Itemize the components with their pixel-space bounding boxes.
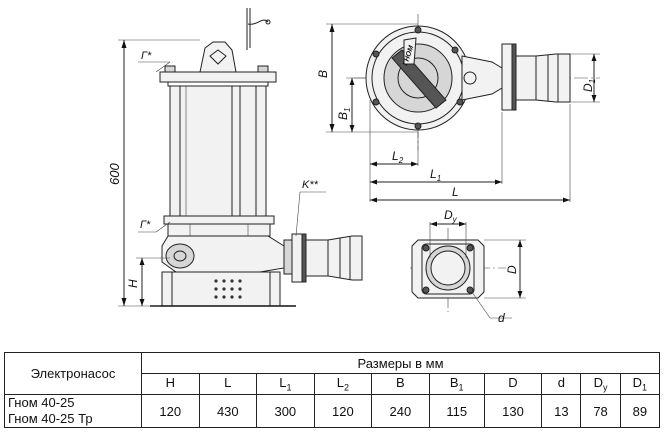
column-header: Dy bbox=[580, 373, 621, 395]
column-main: B bbox=[449, 375, 459, 391]
dimension-l2-main: L bbox=[392, 149, 399, 163]
strainer-holes bbox=[214, 279, 242, 299]
dimension-d1-label: D1 bbox=[581, 79, 597, 92]
side-view: 600 H Г* Г* K** bbox=[107, 8, 363, 307]
dimension-small-d-label: d bbox=[498, 311, 505, 325]
model-name: Гном 40-25 bbox=[8, 395, 75, 410]
column-sub: 1 bbox=[642, 382, 648, 393]
dimension-dy-main: D bbox=[444, 208, 453, 222]
sizes-header: Размеры в мм bbox=[141, 352, 660, 374]
column-sub: 1 bbox=[458, 382, 464, 393]
column-header: H bbox=[141, 373, 200, 395]
column-header: B bbox=[371, 373, 430, 395]
dimension-l1-sub: 1 bbox=[437, 174, 441, 183]
top-view: ГНОМ B B1 D1 bbox=[316, 14, 600, 203]
dimension-h-label: H bbox=[126, 279, 140, 288]
column-main: d bbox=[557, 375, 565, 391]
value-cell: 430 bbox=[198, 394, 258, 428]
column-main: L bbox=[224, 375, 232, 391]
column-sub: y bbox=[603, 382, 608, 393]
column-main: H bbox=[165, 375, 175, 391]
column-main: B bbox=[396, 375, 405, 391]
column-header: D1 bbox=[619, 373, 661, 395]
value-cell: 120 bbox=[313, 394, 373, 428]
column-header: d bbox=[541, 373, 582, 395]
column-header: L2 bbox=[313, 373, 373, 395]
dimension-dy-label: Dy bbox=[444, 208, 458, 224]
pump-header: Электронасос bbox=[4, 352, 142, 395]
dimension-d1-sub: 1 bbox=[588, 79, 597, 83]
marker-k: K** bbox=[302, 179, 319, 191]
column-header: L bbox=[198, 373, 258, 395]
dimension-d1-main: D bbox=[581, 83, 595, 92]
technical-drawing: 600 H Г* Г* K** bbox=[107, 8, 600, 325]
dimension-d-label: D bbox=[505, 265, 519, 274]
column-sub: 2 bbox=[343, 382, 349, 393]
value-cell: 300 bbox=[256, 394, 315, 428]
dimension-b-label: B bbox=[316, 70, 330, 78]
column-header: B1 bbox=[428, 373, 485, 395]
column-header: L1 bbox=[256, 373, 315, 395]
marker-g-bottom: Г* bbox=[140, 219, 151, 231]
column-main: D bbox=[508, 375, 518, 391]
dimension-l1-label: L1 bbox=[430, 167, 441, 183]
marker-g-top: Г* bbox=[141, 50, 152, 62]
table-row: Гном 40-25 Гном 40-25 Тр 120 430 300 120… bbox=[4, 394, 661, 428]
table-columns-row: H L L1 L2 B B1 D d Dy D1 bbox=[5, 373, 661, 395]
height-600-label: 600 bbox=[107, 163, 122, 185]
value-cell: 13 bbox=[541, 394, 582, 428]
value-cell: 130 bbox=[483, 394, 543, 428]
column-main: L bbox=[279, 375, 287, 391]
column-main: D bbox=[593, 375, 604, 391]
value-cell: 120 bbox=[141, 394, 200, 428]
model-names-cell: Гном 40-25 Гном 40-25 Тр bbox=[4, 394, 142, 428]
table-header-row: Электронасос Размеры в мм bbox=[4, 352, 660, 395]
dimension-b1-label: B1 bbox=[336, 108, 352, 120]
value-cell: 78 bbox=[580, 394, 621, 428]
dimension-l2-label: L2 bbox=[392, 149, 404, 165]
value-cell: 89 bbox=[619, 394, 661, 428]
value-cell: 115 bbox=[428, 394, 485, 428]
dimension-dy-sub: y bbox=[452, 215, 458, 224]
dimension-b1-sub: 1 bbox=[343, 108, 352, 112]
flange-view: Dy D d bbox=[410, 208, 526, 325]
column-main: L bbox=[336, 375, 344, 391]
dimension-l-label: L bbox=[452, 185, 459, 199]
column-header: D bbox=[483, 373, 543, 395]
dimension-b1-main: B bbox=[336, 112, 350, 120]
dimension-l2-sub: 2 bbox=[398, 156, 404, 165]
dimensions-table: Электронасос Размеры в мм H L L1 L2 B B1… bbox=[4, 352, 661, 428]
column-sub: 1 bbox=[286, 382, 292, 393]
model-name: Гном 40-25 Тр bbox=[8, 411, 93, 426]
column-main: D bbox=[632, 375, 643, 391]
dimension-l1-main: L bbox=[430, 167, 437, 181]
value-cell: 240 bbox=[371, 394, 430, 428]
